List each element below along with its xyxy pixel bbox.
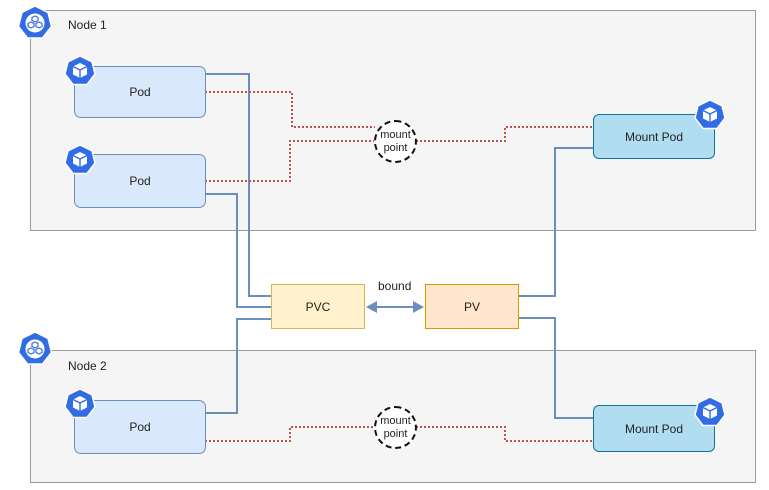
kubernetes-node-icon <box>17 331 53 365</box>
mount-pod-label: Mount Pod <box>624 129 684 144</box>
mount-point-line2: point <box>383 427 408 440</box>
bound-label: bound <box>378 279 412 293</box>
node-1-label: Node 1 <box>68 18 107 32</box>
pod3-pvc-link <box>205 318 272 414</box>
pvc-box[interactable]: PVC <box>271 284 365 329</box>
mount-point-line2: point <box>383 141 408 154</box>
mount-pod-node1[interactable]: Mount Pod <box>593 114 715 159</box>
pv-mountpod1-link <box>518 147 594 297</box>
pod1-mount-link <box>205 91 375 128</box>
kubernetes-pod-icon <box>64 388 96 419</box>
pod1-pvc-link <box>205 73 272 297</box>
kubernetes-pod-icon <box>694 99 726 130</box>
pod3-mount-link <box>205 426 375 442</box>
mount-point-node2: mount point <box>374 406 417 449</box>
kubernetes-pod-icon <box>64 144 96 175</box>
kubernetes-pod-icon <box>694 396 726 427</box>
kubernetes-node-icon <box>17 5 53 39</box>
pvc-label: PVC <box>305 299 331 314</box>
pod2-mount-link <box>205 140 375 182</box>
pod-label: Pod <box>129 420 151 434</box>
pod-node1-bottom[interactable]: Pod <box>74 154 206 208</box>
mountpod2-mount-link <box>416 426 594 442</box>
pv-label: PV <box>463 299 480 314</box>
mount-point-line1: mount <box>380 414 411 427</box>
pod-node2[interactable]: Pod <box>74 400 206 454</box>
bound-arrowhead-left <box>366 301 377 313</box>
bound-arrowhead-right <box>413 301 424 313</box>
mountpod1-mount-link <box>416 126 594 142</box>
pod2-pvc-link <box>205 193 272 308</box>
pv-mountpod2-link <box>518 317 594 419</box>
pod-label: Pod <box>129 85 151 99</box>
pod-label: Pod <box>129 174 151 188</box>
mount-pod-node2[interactable]: Mount Pod <box>593 405 715 452</box>
mount-pod-label: Mount Pod <box>624 421 684 436</box>
pv-box[interactable]: PV <box>425 284 519 329</box>
pod-node1-top[interactable]: Pod <box>74 66 206 118</box>
node-2-label: Node 2 <box>68 359 107 373</box>
mount-point-line1: mount <box>380 128 411 141</box>
mount-point-node1: mount point <box>374 120 417 163</box>
kubernetes-pod-icon <box>64 55 96 86</box>
